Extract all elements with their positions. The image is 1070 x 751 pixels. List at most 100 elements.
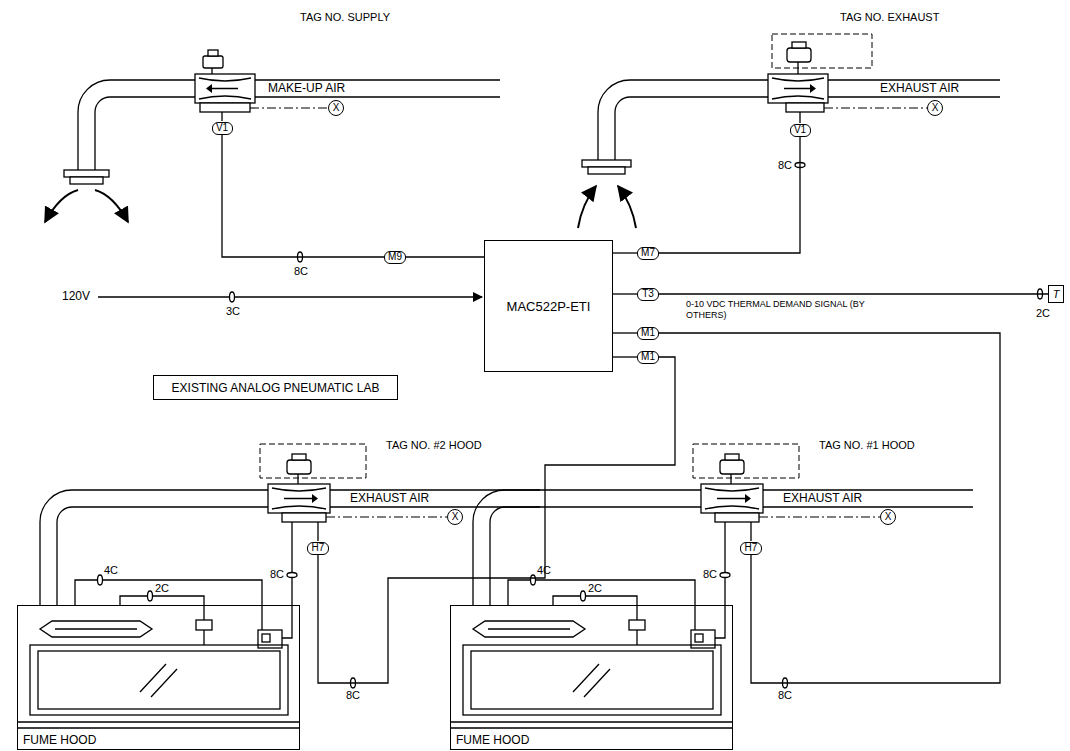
- signal-note: 0-10 VDC THERMAL DEMAND SIGNAL (BY OTHER…: [686, 299, 876, 321]
- wire-connector: [406, 256, 484, 257]
- flow-label: EXHAUST AIR: [783, 492, 862, 504]
- air-arrow: [95, 190, 128, 222]
- duct: [78, 80, 500, 170]
- tag-bubble: V1: [212, 122, 233, 135]
- node-text: M1: [641, 352, 655, 362]
- tag-title: TAG NO. #1 HOOD: [819, 440, 915, 451]
- actuator: [203, 56, 223, 68]
- node-text: T3: [642, 289, 654, 299]
- sensor-line: [326, 516, 447, 517]
- node-text: H7: [745, 543, 758, 553]
- node-text: M7: [641, 248, 655, 258]
- fume-hood: FUME HOOD: [450, 605, 733, 750]
- dashed-enclosure: [260, 444, 366, 478]
- tag-bubble: M9: [384, 251, 406, 264]
- hood-light-detail: [55, 628, 137, 629]
- cable-label: 8C: [703, 569, 717, 580]
- cable-loop: [230, 292, 235, 302]
- stem: [798, 62, 800, 123]
- tag-bubble: M1: [637, 327, 659, 340]
- stem: [298, 474, 318, 541]
- flow-arrow: [312, 494, 318, 503]
- actuator-cap: [792, 42, 806, 48]
- wire-connector: [659, 293, 1048, 294]
- wire-connector: [613, 356, 637, 357]
- wire-connector: [318, 357, 675, 683]
- actuator-cap: [292, 454, 306, 460]
- valve-base: [786, 103, 824, 112]
- actuator: [287, 460, 311, 474]
- tag-title: TAG NO. EXHAUST: [840, 12, 939, 23]
- grille: [582, 160, 631, 167]
- hood-sensor: [196, 620, 212, 630]
- valve-body: [268, 484, 330, 513]
- hood-light: [40, 621, 152, 637]
- node-text: FUME HOOD: [451, 734, 529, 749]
- cable-label: 4C: [104, 565, 118, 576]
- air-arrow: [578, 186, 596, 228]
- fume-hood: FUME HOOD: [17, 605, 300, 750]
- tag-bubble: T3: [637, 288, 659, 301]
- node-text: H7: [312, 543, 325, 553]
- node-text: FUME HOOD: [18, 734, 96, 749]
- power-label: 120V: [62, 290, 90, 302]
- flow-arrow: [810, 84, 816, 93]
- valve-base: [200, 103, 250, 112]
- air-arrow: [45, 190, 78, 222]
- wire-connector: [659, 333, 1000, 683]
- node-text: V1: [216, 123, 228, 133]
- cable-label: 8C: [294, 266, 308, 277]
- tag-title: TAG NO. SUPPLY: [300, 12, 390, 23]
- instrument-circle: X: [927, 100, 943, 116]
- wire-connector: [659, 137, 800, 254]
- valve-detail: [272, 488, 326, 509]
- valve-detail: [199, 78, 251, 99]
- tag-bubble: M1: [637, 351, 659, 364]
- node-text: X: [885, 512, 892, 522]
- tag-bubble: H7: [740, 542, 762, 555]
- cable-loop: [148, 591, 153, 601]
- valve-body: [195, 74, 255, 103]
- node-text: MAC522P-ETI: [507, 300, 591, 313]
- instrument-circle: X: [328, 100, 344, 116]
- supply-duct: [45, 50, 500, 222]
- grille: [588, 167, 625, 174]
- cable-label: 8C: [346, 690, 360, 701]
- exhaust-duct: [578, 34, 1000, 228]
- flow-arrow: [206, 84, 212, 93]
- wire-connector: [222, 135, 384, 258]
- thermostat-box: T: [1048, 285, 1064, 303]
- note-box: EXISTING ANALOG PNEUMATIC LAB: [153, 375, 398, 400]
- instrument-circle: X: [447, 509, 463, 525]
- cable-label: 8C: [778, 690, 792, 701]
- power-feed: [98, 296, 482, 297]
- node-text: EXISTING ANALOG PNEUMATIC LAB: [172, 382, 380, 394]
- dashed-enclosure: [772, 34, 872, 68]
- sash-detail: [17, 664, 300, 728]
- actuator-cap: [208, 50, 218, 56]
- hood-assembly: [450, 444, 973, 728]
- cable-label: 4C: [537, 565, 551, 576]
- flow-label: MAKE-UP AIR: [268, 82, 345, 94]
- tag-bubble: H7: [307, 542, 329, 555]
- valve-base: [282, 513, 326, 522]
- sensor-line: [250, 107, 328, 108]
- node-text: X: [333, 103, 340, 113]
- wire-connector: [613, 252, 637, 253]
- stem: [212, 68, 222, 121]
- valve-body: [768, 74, 828, 103]
- flow-label: EXHAUST AIR: [880, 82, 959, 94]
- node-text: T: [1053, 289, 1060, 300]
- cable-label: 2C: [155, 583, 169, 594]
- cable-label: 2C: [588, 583, 602, 594]
- air-arrow: [618, 186, 636, 228]
- cable-label: 8C: [778, 160, 792, 171]
- tag-title: TAG NO. #2 HOOD: [386, 440, 482, 451]
- wire-connector: [613, 293, 637, 294]
- cable-label: 8C: [270, 569, 284, 580]
- instrument-circle: X: [880, 509, 896, 525]
- node-text: X: [452, 512, 459, 522]
- node-text: M1: [641, 328, 655, 338]
- valve-detail: [772, 78, 824, 99]
